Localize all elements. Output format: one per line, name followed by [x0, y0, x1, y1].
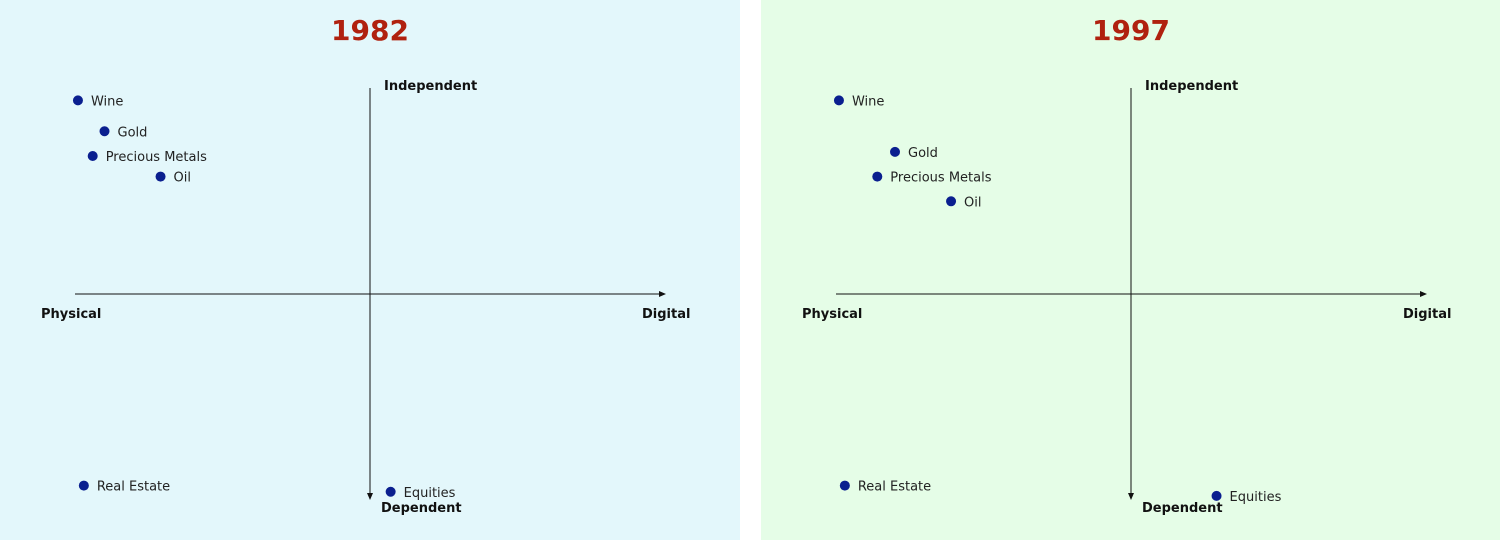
x-axis-arrow: [1420, 291, 1427, 297]
data-point: [155, 171, 166, 182]
data-point: [890, 146, 900, 157]
chart-title: 1997: [1092, 14, 1170, 47]
axis-label-dependent: Dependent: [381, 501, 462, 516]
axis-label-physical: Physical: [41, 307, 102, 322]
data-point: [72, 95, 83, 106]
data-point-label: Precious Metals: [106, 150, 207, 165]
data-point-label: Equities: [1230, 490, 1282, 505]
data-point: [872, 171, 883, 182]
chart-title: 1982: [331, 14, 409, 47]
data-point-label: Gold: [908, 146, 938, 161]
axis-label-dependent: Dependent: [1142, 501, 1223, 516]
data-point: [833, 95, 844, 106]
axis-label-digital: Digital: [642, 307, 691, 322]
axis-label-independent: Independent: [1145, 79, 1239, 94]
data-point: [99, 126, 110, 137]
data-point-label: Wine: [91, 94, 123, 109]
data-point-label: Equities: [404, 486, 456, 501]
data-point: [946, 196, 957, 207]
data-point-label: Oil: [174, 171, 191, 186]
data-point: [1211, 490, 1222, 501]
data-point-label: Precious Metals: [890, 171, 991, 186]
axis-label-independent: Independent: [384, 79, 478, 94]
data-point: [87, 150, 98, 161]
data-point-label: Gold: [118, 125, 148, 140]
data-point-label: Oil: [964, 195, 981, 210]
data-point: [78, 480, 89, 491]
axis-label-physical: Physical: [802, 307, 863, 322]
data-point-label: Real Estate: [97, 480, 170, 495]
y-axis-arrow: [367, 493, 373, 500]
x-axis-arrow: [659, 291, 666, 297]
data-point: [839, 480, 850, 491]
axis-label-digital: Digital: [1403, 307, 1452, 322]
data-point: [385, 486, 396, 497]
data-point-label: Wine: [852, 94, 884, 109]
data-point-label: Real Estate: [858, 480, 931, 495]
y-axis-arrow: [1128, 493, 1134, 500]
